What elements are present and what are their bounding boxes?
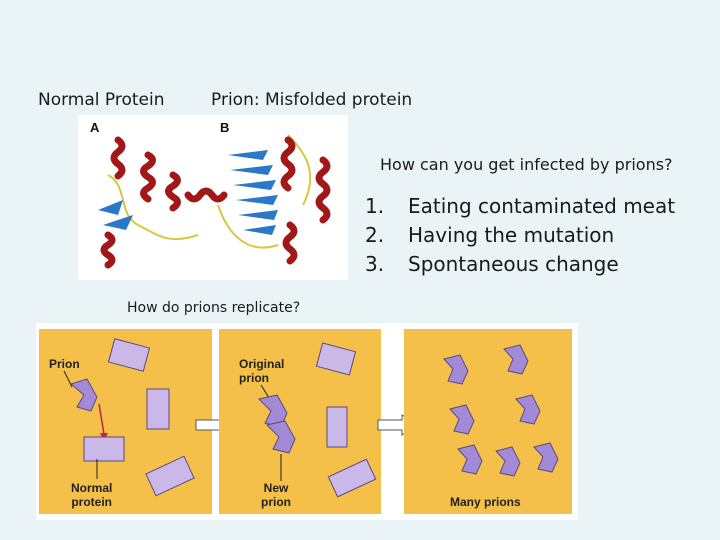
- normal-protein-shape: [315, 342, 357, 376]
- panel-a-letter: A: [90, 120, 100, 135]
- prion-text: Prion: [49, 357, 80, 371]
- replication-question: How do prions replicate?: [127, 300, 301, 316]
- answer-item: 1.Eating contaminated meat: [365, 194, 676, 218]
- many-prions-text: Many prions: [450, 495, 521, 509]
- prion-shape: [443, 354, 469, 385]
- normal-protein-structure: [98, 136, 228, 269]
- normal-protein-shape: [107, 338, 151, 372]
- infection-question: How can you get infected by prions?: [380, 155, 673, 174]
- prion-shape: [449, 404, 475, 435]
- normal-protein-shape: [146, 388, 170, 430]
- normal-protein-shape: [83, 436, 125, 462]
- prion-shape: [503, 344, 529, 375]
- answer-item: 3.Spontaneous change: [365, 252, 619, 276]
- prion-label: Prion: Misfolded protein: [211, 90, 413, 110]
- prion-shape: [69, 378, 98, 412]
- normal-protein-shape: [326, 406, 348, 448]
- protein-structure-figure: A B: [78, 115, 348, 280]
- infection-answers-list: 1.Eating contaminated meat 2.Having the …: [365, 192, 675, 279]
- normal-protein-shape: [327, 458, 377, 498]
- prion-shape: [495, 446, 521, 477]
- panel-many-prions: Many prions: [404, 329, 572, 514]
- normal-protein-label: Normal Protein: [38, 90, 165, 110]
- normal-protein-shape: [145, 455, 195, 497]
- prion-shape: [457, 444, 483, 475]
- prion-shape: [266, 420, 296, 454]
- answer-item: 2.Having the mutation: [365, 223, 615, 247]
- prion-shape: [515, 394, 541, 425]
- prion-shape: [533, 442, 559, 473]
- prion-structure: [217, 134, 331, 265]
- panel-b-letter: B: [220, 120, 229, 135]
